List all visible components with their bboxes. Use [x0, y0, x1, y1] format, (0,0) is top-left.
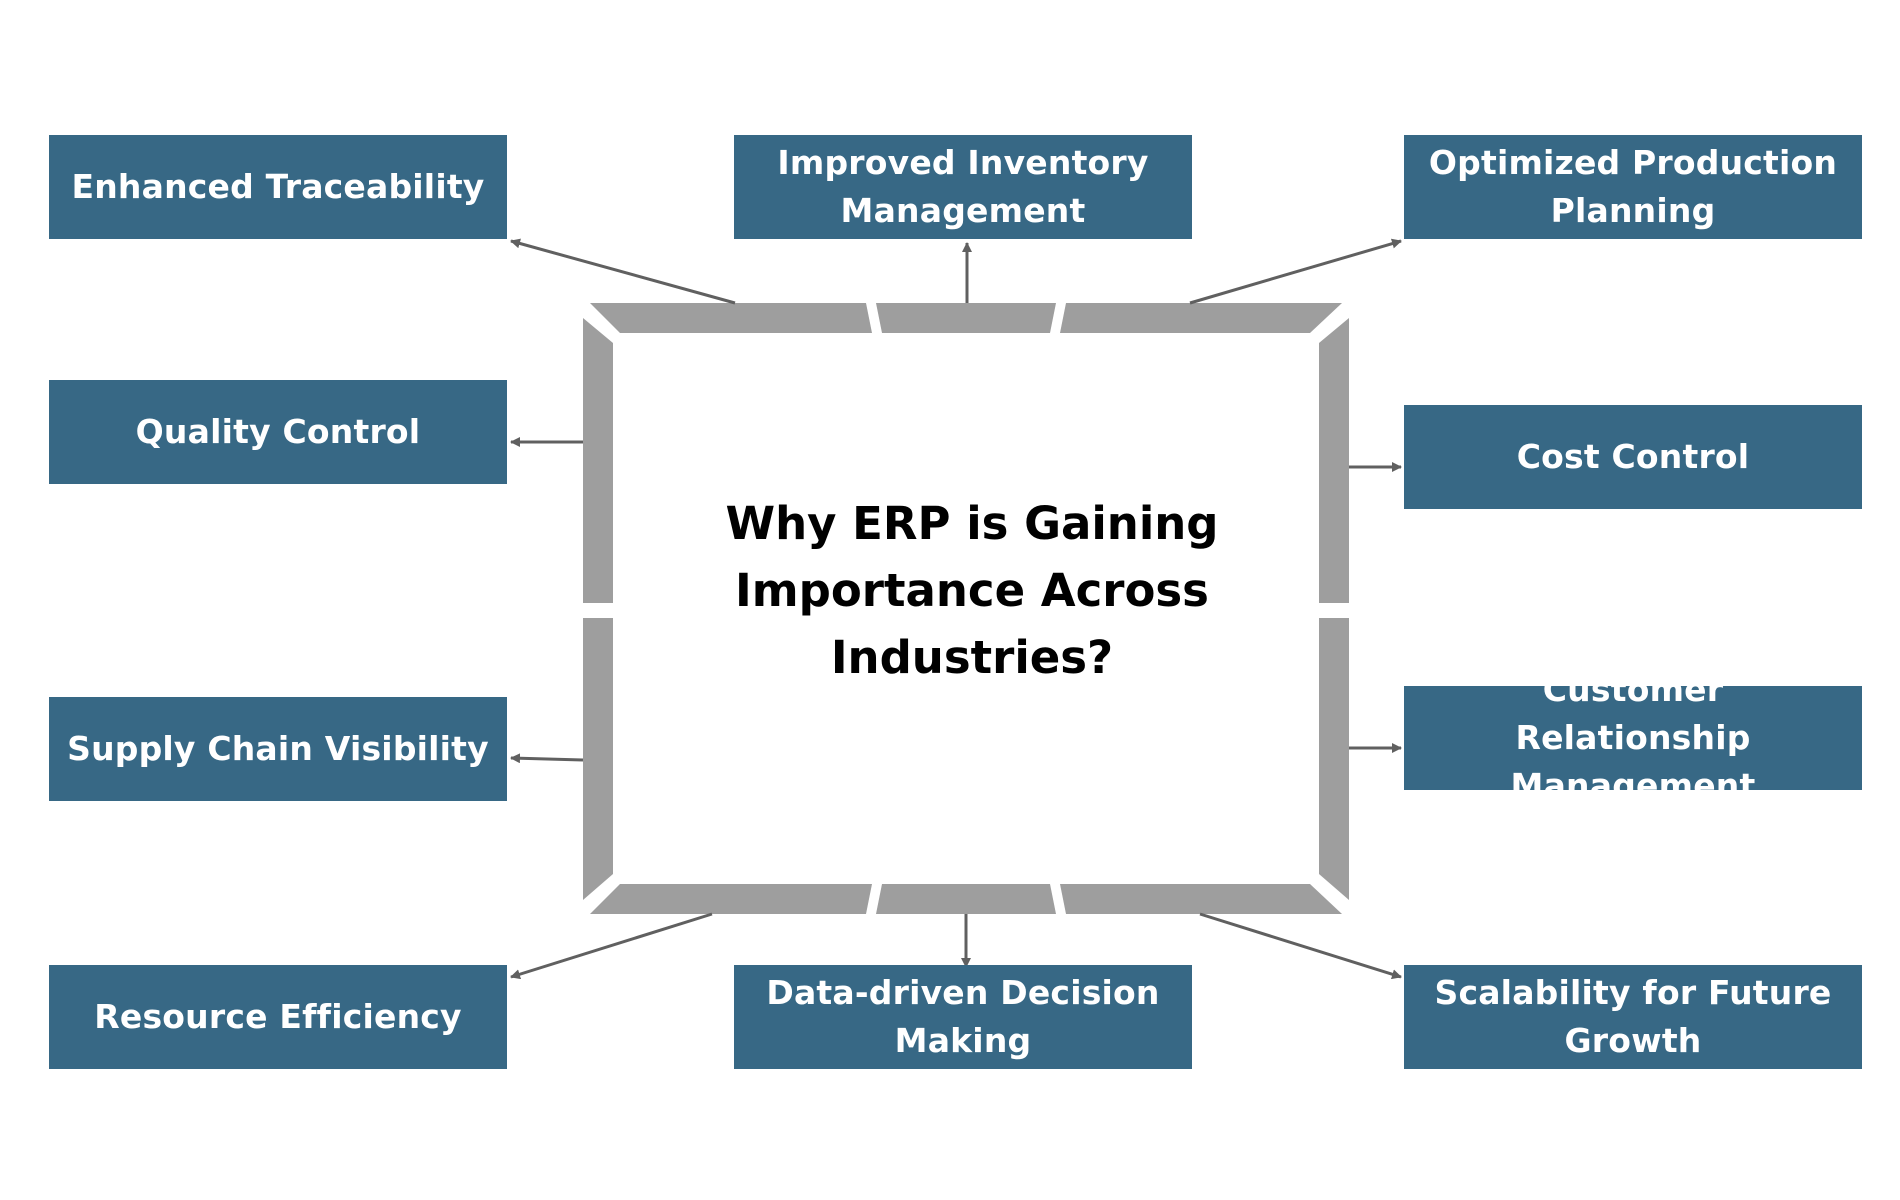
box-improved-inventory-management: Improved Inventory Management — [734, 135, 1192, 239]
frame-segment-left-upper — [583, 318, 613, 603]
box-cost-control: Cost Control — [1404, 405, 1862, 509]
box-enhanced-traceability: Enhanced Traceability — [49, 135, 507, 239]
box-label: Data-driven Decision Making — [766, 973, 1160, 1060]
connector-arrows — [510, 238, 1402, 980]
arrow-to-supply-chain — [510, 753, 584, 764]
box-label: Enhanced Traceability — [71, 167, 485, 206]
box-label: Customer Relationship Management — [1510, 670, 1756, 805]
frame-segment-top-middle — [876, 303, 1056, 333]
box-label: Quality Control — [135, 412, 421, 451]
box-label: Supply Chain Visibility — [67, 729, 489, 768]
frame-segment-left-lower — [583, 618, 613, 900]
frame-segment-right-upper — [1319, 318, 1349, 603]
box-resource-efficiency: Resource Efficiency — [49, 965, 507, 1069]
center-title: Why ERP is Gaining Importance Across Ind… — [725, 497, 1219, 684]
arrow-to-resource-efficiency — [510, 912, 713, 980]
box-quality-control: Quality Control — [49, 380, 507, 484]
box-label: Scalability for Future Growth — [1434, 973, 1832, 1060]
frame-segment-top-right — [1060, 303, 1342, 333]
box-label: Optimized Production Planning — [1428, 143, 1838, 230]
box-customer-relationship-management: Customer Relationship Management — [1404, 670, 1862, 805]
frame-segment-top-left — [590, 303, 872, 333]
box-optimized-production-planning: Optimized Production Planning — [1404, 135, 1862, 239]
box-label: Improved Inventory Management — [777, 143, 1149, 230]
frame-segment-bottom-middle — [876, 884, 1056, 914]
box-label: Cost Control — [1516, 437, 1750, 476]
frame-segment-bottom-right — [1060, 884, 1342, 914]
arrow-to-scalability — [1199, 912, 1402, 980]
frame-segment-bottom-left — [590, 884, 872, 914]
arrow-to-optimized-production — [1189, 238, 1402, 305]
central-frame — [583, 303, 1349, 914]
box-scalability-for-future-growth: Scalability for Future Growth — [1404, 965, 1862, 1069]
frame-segment-right-lower — [1319, 618, 1349, 900]
box-supply-chain-visibility: Supply Chain Visibility — [49, 697, 507, 801]
box-data-driven-decision-making: Data-driven Decision Making — [734, 965, 1192, 1069]
box-label: Resource Efficiency — [94, 997, 462, 1036]
arrow-to-enhanced-traceability — [510, 238, 736, 305]
